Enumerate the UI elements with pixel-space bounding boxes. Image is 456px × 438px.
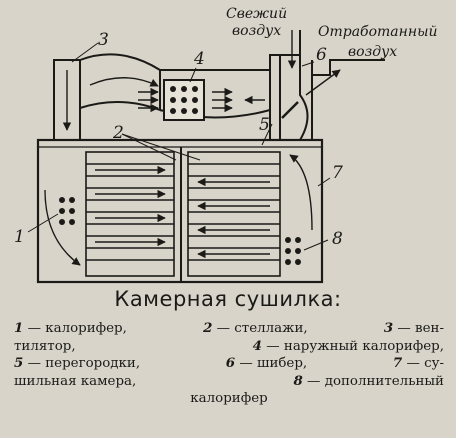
legend-text: калорифер [190, 391, 268, 406]
heater-1 [59, 197, 75, 225]
label-4: 4 [193, 49, 205, 69]
legend-text: — су- [402, 356, 444, 371]
external-heater [163, 79, 205, 121]
legend-line-5: калорифер [14, 390, 444, 408]
caption-title: Камерная сушилка: [114, 287, 342, 311]
legend-num: 5 [14, 355, 24, 371]
right-duct [269, 30, 385, 141]
legend-text: шильная камера, [14, 373, 137, 389]
legend-text: — наружный калорифер, [262, 338, 444, 354]
legend-text: — калорифер, [23, 321, 127, 336]
legend-text: — стеллажи, [212, 321, 308, 336]
legend-num: 4 [252, 337, 262, 354]
legend-num: 8 [293, 372, 303, 389]
fresh-air-label-2: воздух [232, 23, 281, 39]
heater-8 [285, 237, 301, 265]
exhaust-air-label-2: воздух [348, 44, 397, 60]
legend-line-1: 1 — калорифер, 2 — стеллажи, 3 — вен- [14, 320, 444, 338]
label-1: 1 [14, 227, 25, 247]
legend-num: 2 [203, 320, 213, 336]
label-3: 3 [98, 30, 109, 50]
rack-left [85, 151, 175, 277]
rack-right [187, 151, 281, 277]
legend-text: — дополнительный [302, 373, 444, 389]
caption-legend: 1 — калорифер, 2 — стеллажи, 3 — вен- ти… [14, 320, 444, 408]
label-5: 5 [259, 115, 270, 135]
leader-lines [27, 42, 331, 251]
legend-text: тилятор, [14, 338, 76, 354]
legend-line-3: 5 — перегородки, 6 — шибер, 7 — су- [14, 355, 444, 373]
legend-num: 3 [383, 320, 394, 336]
fan-duct [53, 53, 161, 140]
label-8: 8 [332, 229, 343, 249]
label-7: 7 [332, 163, 343, 183]
legend-line-4: шильная камера, 8 — дополнительный [14, 373, 444, 391]
fresh-air-label-1: Свежий [226, 6, 287, 22]
dryer-scheme: 3 4 2 5 6 7 1 8 Свежий воздух Отработанн… [14, 6, 438, 284]
label-6: 6 [316, 45, 327, 65]
legend-num: 7 [392, 355, 403, 371]
airflow-arrows [44, 30, 341, 266]
legend-text: — шибер, [235, 356, 308, 371]
legend-num: 1 [14, 320, 24, 336]
exhaust-air-label-1: Отработанный [318, 24, 438, 40]
label-2: 2 [112, 123, 124, 143]
legend-line-2: тилятор, 4 — наружный калорифер, [14, 338, 444, 356]
legend-text: — перегородки, [23, 356, 141, 371]
legend-text: — вен- [393, 321, 444, 336]
damper [281, 101, 299, 119]
legend-num: 6 [225, 355, 236, 371]
